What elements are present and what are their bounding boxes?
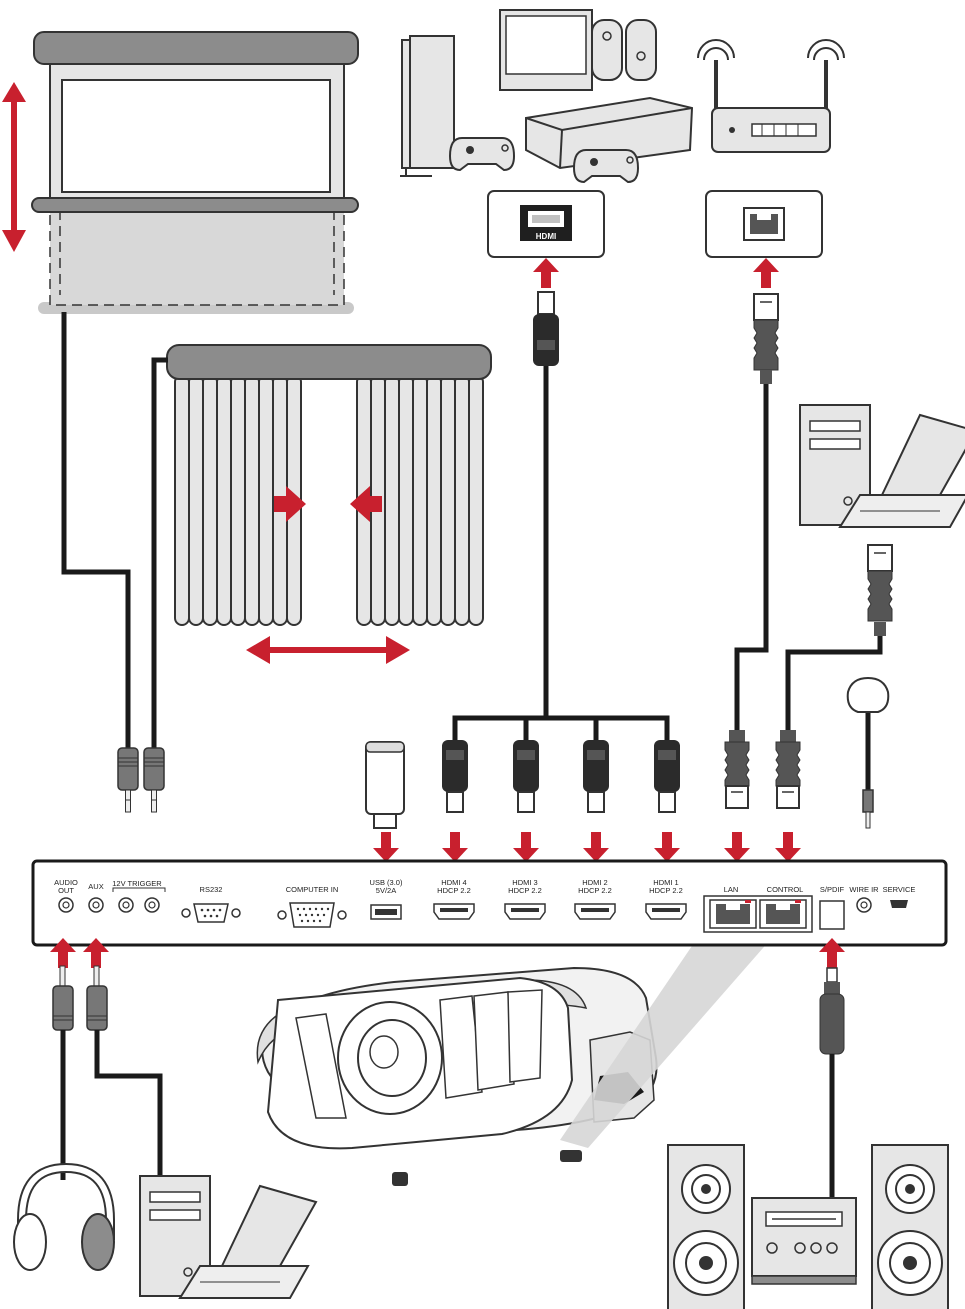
hdmi4-label-2: HDCP 2.2 — [437, 886, 471, 895]
audio-out-label-1: AUDIO — [54, 878, 78, 887]
spdif-label: S/PDIF — [820, 885, 845, 894]
curtain-close-arrow-right — [350, 486, 382, 522]
curtain-open-arrow-icon — [246, 636, 410, 664]
headphones-icon — [13, 1162, 115, 1271]
control-plug — [775, 729, 801, 809]
lan-label: LAN — [724, 885, 739, 894]
panel-callout-shade — [560, 940, 770, 1148]
trigger-jack-2 — [143, 747, 165, 813]
hdmi4-label-1: HDMI 4 — [441, 878, 466, 887]
trigger-port-2 — [144, 897, 160, 913]
hdmi2-label-2: HDCP 2.2 — [578, 886, 612, 895]
wifi-router-icon — [697, 39, 845, 153]
hdmi3-label-1: HDMI 3 — [512, 878, 537, 887]
trigger-label: 12V TRIGGER — [112, 879, 162, 888]
hdmi-source-arrow — [533, 258, 559, 288]
hdmi2-plug — [582, 739, 610, 813]
computer-in-label: COMPUTER IN — [286, 885, 339, 894]
hdmi-source-port — [487, 190, 605, 258]
lan-source-arrow — [753, 258, 779, 288]
speaker-icon-left — [667, 1144, 745, 1309]
rs232-port — [181, 903, 241, 923]
projector-icon — [256, 966, 658, 1186]
computer-in-port — [277, 902, 347, 928]
trigger-port-1 — [118, 897, 134, 913]
hdmi2-arrow — [583, 832, 609, 862]
usb-label-1: USB (3.0) — [370, 878, 403, 887]
signal-cables — [452, 366, 883, 790]
usb-port — [370, 904, 402, 920]
usb-label-2: 5V/2A — [376, 886, 396, 895]
hdmi3-port — [504, 903, 546, 920]
audio-out-jack — [52, 965, 74, 1031]
hdmi3-arrow — [513, 832, 539, 862]
service-port — [890, 900, 908, 908]
screen-up-down-arrow-icon — [2, 82, 26, 252]
hdmi3-plug — [512, 739, 540, 813]
hdmi1-plug — [653, 739, 681, 813]
hdmi4-plug — [441, 739, 469, 813]
hdmi4-port — [433, 903, 475, 920]
control-source-cable — [867, 544, 893, 636]
lan-source-cable — [753, 293, 779, 384]
lan-plug — [724, 729, 750, 809]
wire-ir-port — [856, 897, 872, 913]
curtain-close-arrow-left — [274, 486, 306, 522]
spdif-port — [819, 900, 845, 930]
hdmi1-port — [645, 903, 687, 920]
audio-receiver-icon — [751, 1197, 857, 1285]
aux-label: AUX — [88, 882, 103, 891]
control-port — [759, 899, 807, 929]
spdif-cable — [819, 967, 845, 1200]
usb-dongle-icon — [365, 741, 405, 829]
speaker-icon-right — [871, 1144, 949, 1309]
control-label: CONTROL — [767, 885, 804, 894]
audio-out-label-2: OUT — [58, 886, 74, 895]
aux-port — [88, 897, 104, 913]
lan-arrow — [724, 832, 750, 862]
control-arrow — [775, 832, 801, 862]
audio-cables-bottom — [60, 1030, 163, 1200]
service-label: SERVICE — [883, 885, 916, 894]
hdmi1-arrow — [654, 832, 680, 862]
hdmi1-label-2: HDCP 2.2 — [649, 886, 683, 895]
trigger-cables — [61, 312, 168, 748]
trigger-jack-1 — [117, 747, 139, 813]
desktop-laptop-icon-bottom — [139, 1175, 317, 1299]
hdmi2-port — [574, 903, 616, 920]
hdmi1-label-1: HDMI 1 — [653, 878, 678, 887]
motorized-curtain-icon — [166, 344, 492, 626]
hdmi2-label-1: HDMI 2 — [582, 878, 607, 887]
projection-screen-icon — [31, 31, 359, 314]
aux-jack — [86, 965, 108, 1031]
lan-port — [709, 899, 757, 929]
audio-out-port — [58, 897, 74, 913]
desktop-laptop-icon — [799, 404, 965, 528]
wire-ir-label: WIRE IR — [849, 885, 879, 894]
hdmi4-arrow — [442, 832, 468, 862]
trigger-bracket — [112, 887, 166, 892]
hdmi3-label-2: HDCP 2.2 — [508, 886, 542, 895]
rs232-label: RS232 — [200, 885, 223, 894]
usb-arrow — [373, 832, 399, 862]
lan-source-port — [705, 190, 823, 258]
hdmi-source-cable — [533, 291, 559, 366]
ir-receiver-icon — [846, 676, 890, 829]
hdmi-badge-label: HDMI — [536, 232, 556, 241]
game-console-icon — [400, 9, 694, 184]
